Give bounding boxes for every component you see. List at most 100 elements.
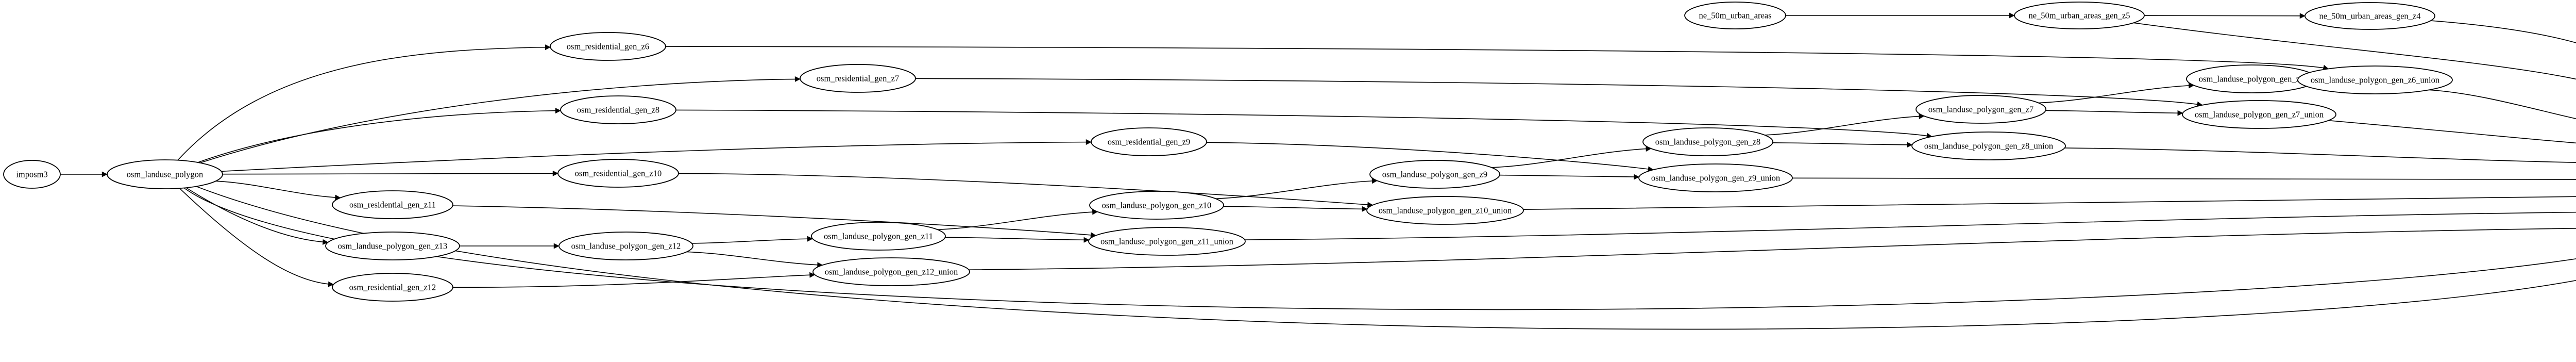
edge-osm_landuse_polygon_gen_z8-to-osm_landuse_polygon_gen_z8_union (1772, 142, 1913, 148)
node-osm_landuse_polygon_gen_z7_union: osm_landuse_polygon_gen_z7_union (2182, 100, 2336, 129)
node-ne_50m_urban_areas: ne_50m_urban_areas (1684, 2, 1786, 29)
edge-osm_landuse_polygon-to-osm_landuse_polygon_gen_z13 (185, 187, 329, 245)
edge-osm_landuse_polygon-to-osm_residential_gen_z7 (200, 76, 801, 163)
edges (60, 12, 2576, 330)
node-imposm3: imposm3 (3, 160, 61, 189)
node-label-osm_landuse_polygon_gen_z13: osm_landuse_polygon_gen_z13 (338, 241, 448, 251)
edge-osm_landuse_polygon-to-osm_residential_gen_z8 (197, 108, 561, 163)
node-label-ne_50m_urban_areas: ne_50m_urban_areas (1699, 11, 1771, 21)
node-ellipse-osm_landuse_polygon_gen_z7_union (2182, 100, 2336, 129)
node-label-osm_landuse_polygon_gen_z10_union: osm_landuse_polygon_gen_z10_union (1379, 206, 1512, 216)
node-osm_residential_gen_z6: osm_residential_gen_z6 (550, 32, 666, 61)
node-osm_landuse_polygon_gen_z11_union: osm_landuse_polygon_gen_z11_union (1088, 227, 1246, 256)
node-label-osm_landuse_polygon_gen_z7_union: osm_landuse_polygon_gen_z7_union (2195, 110, 2324, 120)
node-osm_residential_gen_z10: osm_residential_gen_z10 (557, 159, 679, 188)
edge-osm_landuse_polygon_gen_z8_union-to-row-z8 (2064, 147, 2576, 163)
node-ellipse-osm_residential_gen_z10 (557, 159, 679, 188)
edge-osm_landuse_polygon_gen_z7-to-osm_landuse_polygon_gen_z7_union (2045, 110, 2183, 116)
edge-osm_residential_gen_z6-to-osm_landuse_polygon_gen_z6_union (665, 46, 2329, 71)
node-label-imposm3: imposm3 (16, 170, 47, 179)
node-ellipse-ne_50m_urban_areas (1684, 2, 1786, 29)
node-osm_landuse_polygon_gen_z7: osm_landuse_polygon_gen_z7 (1916, 95, 2046, 124)
node-ellipse-osm_landuse_polygon_gen_z9_union (1638, 163, 1793, 192)
edge-osm_landuse_polygon_gen_z9-to-osm_landuse_polygon_gen_z8 (1492, 146, 1652, 168)
edge-osm_landuse_polygon_gen_z6_union-to-row-z6 (2429, 89, 2576, 120)
node-ellipse-osm_landuse_polygon_gen_z6_union (2297, 65, 2453, 94)
node-osm_residential_gen_z8: osm_residential_gen_z8 (560, 95, 676, 124)
node-osm_landuse_polygon_gen_z6: osm_landuse_polygon_gen_z6 (2186, 64, 2317, 93)
edge-osm_landuse_polygon_gen_z11-to-osm_landuse_polygon_gen_z11_union (945, 237, 1090, 243)
node-ellipse-osm_landuse_polygon_gen_z11 (811, 222, 946, 251)
node-osm_landuse_polygon_gen_z10_union: osm_landuse_polygon_gen_z10_union (1366, 196, 1524, 225)
node-osm_residential_gen_z12: osm_residential_gen_z12 (332, 273, 453, 302)
edge-ne_50m_urban_areas_gen_z5-to-ne_50m_urban_areas_gen_z4 (2144, 13, 2306, 19)
node-label-ne_50m_urban_areas_gen_z4: ne_50m_urban_areas_gen_z4 (2319, 11, 2420, 21)
edge-osm_residential_gen_z11-to-osm_landuse_polygon_gen_z11_union (452, 205, 1096, 238)
edge-ne_50m_urban_areas_gen_z4-to-row-z4 (2430, 20, 2576, 43)
edge-osm_landuse_polygon_gen_z9-to-osm_landuse_polygon_gen_z9_union (1499, 174, 1640, 180)
edge-osm_landuse_polygon-to-osm_residential_gen_z12 (179, 188, 334, 287)
node-label-osm_landuse_polygon_gen_z12: osm_landuse_polygon_gen_z12 (571, 241, 681, 251)
node-ellipse-imposm3 (3, 160, 61, 189)
node-label-osm_landuse_polygon_gen_z11: osm_landuse_polygon_gen_z11 (824, 232, 933, 241)
node-osm_landuse_polygon_gen_z9_union: osm_landuse_polygon_gen_z9_union (1638, 163, 1793, 192)
node-osm_landuse_polygon_gen_z12: osm_landuse_polygon_gen_z12 (558, 232, 693, 260)
node-ne_50m_urban_areas_gen_z4: ne_50m_urban_areas_gen_z4 (2304, 2, 2435, 30)
node-ellipse-osm_landuse_polygon_gen_z9 (1369, 160, 1500, 189)
node-ellipse-osm_residential_gen_z12 (332, 273, 453, 302)
node-label-osm_residential_gen_z10: osm_residential_gen_z10 (575, 169, 662, 178)
edge-osm_landuse_polygon_gen_z12-to-osm_landuse_polygon_gen_z11 (691, 236, 813, 244)
node-ellipse-osm_residential_gen_z7 (800, 64, 916, 93)
node-ellipse-osm_landuse_polygon (107, 159, 223, 189)
node-label-ne_50m_urban_areas_gen_z5: ne_50m_urban_areas_gen_z5 (2028, 11, 2130, 21)
node-ellipse-osm_landuse_polygon_gen_z10_union (1366, 196, 1524, 225)
node-osm_residential_gen_z9: osm_residential_gen_z9 (1091, 127, 1207, 156)
node-osm_landuse_polygon_gen_z10: osm_landuse_polygon_gen_z10 (1089, 191, 1224, 220)
edge-osm_landuse_polygon_gen_z11-to-osm_landuse_polygon_gen_z10 (937, 209, 1098, 231)
node-ellipse-osm_landuse_polygon_gen_z12 (558, 232, 693, 260)
node-ellipse-osm_residential_gen_z11 (332, 190, 453, 219)
node-ellipse-osm_landuse_polygon_gen_z11_union (1088, 227, 1246, 256)
node-ellipse-osm_residential_gen_z9 (1091, 127, 1207, 156)
node-label-osm_landuse_polygon_gen_z9_union: osm_landuse_polygon_gen_z9_union (1651, 173, 1780, 183)
node-osm_landuse_polygon_gen_z6_union: osm_landuse_polygon_gen_z6_union (2297, 65, 2453, 94)
node-osm_landuse_polygon_gen_z8: osm_landuse_polygon_gen_z8 (1642, 127, 1773, 156)
node-osm_landuse_polygon_gen_z8_union: osm_landuse_polygon_gen_z8_union (1911, 131, 2066, 160)
node-ellipse-osm_residential_gen_z8 (560, 95, 676, 124)
node-label-osm_landuse_polygon_gen_z10: osm_landuse_polygon_gen_z10 (1102, 201, 1212, 210)
node-ellipse-ne_50m_urban_areas_gen_z4 (2304, 2, 2435, 30)
edge-osm_landuse_polygon_gen_z11_union-to-row-z11 (1244, 211, 2576, 240)
edge-osm_landuse_polygon_gen_z12-to-osm_landuse_polygon_gen_z12_union (686, 251, 823, 268)
node-osm_residential_gen_z7: osm_residential_gen_z7 (800, 64, 916, 93)
node-label-osm_landuse_polygon_gen_z8_union: osm_landuse_polygon_gen_z8_union (1924, 141, 2053, 151)
node-ne_50m_urban_areas_gen_z5: ne_50m_urban_areas_gen_z5 (2014, 2, 2145, 29)
node-label-osm_landuse_polygon: osm_landuse_polygon (127, 170, 204, 179)
node-ellipse-osm_landuse_polygon_gen_z10 (1089, 191, 1224, 220)
edge-osm_residential_gen_z10-to-osm_landuse_polygon_gen_z10_union (678, 173, 1374, 208)
edge-osm_landuse_polygon_gen_z7_union-to-row-z7 (2328, 120, 2576, 144)
node-label-osm_landuse_polygon_gen_z7: osm_landuse_polygon_gen_z7 (1928, 105, 2033, 114)
node-label-osm_landuse_polygon_gen_z8: osm_landuse_polygon_gen_z8 (1655, 137, 1760, 147)
edge-osm_landuse_polygon-to-row-z14+ (196, 186, 2576, 330)
edge-osm_landuse_polygon_gen_z7-to-osm_landuse_polygon_gen_z6 (2038, 83, 2195, 104)
node-osm_landuse_polygon_gen_z12_union: osm_landuse_polygon_gen_z12_union (812, 257, 970, 286)
node-ellipse-osm_landuse_polygon_gen_z12_union (812, 257, 970, 286)
edge-osm_landuse_polygon-to-osm_residential_gen_z11 (215, 180, 341, 201)
edge-ne_50m_urban_areas_gen_z5-to-row-z5 (2133, 22, 2576, 80)
edge-osm_landuse_polygon_gen_z10-to-osm_landuse_polygon_gen_z10_union (1223, 206, 1368, 212)
node-ellipse-osm_landuse_polygon_gen_z7 (1916, 95, 2046, 124)
node-label-osm_landuse_polygon_gen_z9: osm_landuse_polygon_gen_z9 (1382, 170, 1487, 179)
node-label-osm_residential_gen_z7: osm_residential_gen_z7 (817, 74, 899, 84)
node-ellipse-osm_landuse_polygon_gen_z8_union (1911, 131, 2066, 160)
node-label-osm_landuse_polygon_gen_z12_union: osm_landuse_polygon_gen_z12_union (825, 267, 958, 277)
node-ellipse-osm_landuse_polygon_gen_z13 (325, 232, 460, 260)
edge-osm_landuse_polygon_gen_z10_union-to-row-z10 (1523, 195, 2576, 210)
edge-osm_landuse_polygon_gen_z8-to-osm_landuse_polygon_gen_z7 (1765, 113, 1925, 136)
edge-osm_landuse_polygon-to-osm_residential_gen_z10 (222, 170, 558, 176)
node-ellipse-ne_50m_urban_areas_gen_z5 (2014, 2, 2145, 29)
edge-osm_residential_gen_z12-to-osm_landuse_polygon_gen_z12_union (452, 272, 816, 288)
nodes: imposm3 osm_landuse_polygon osm_residentia… (3, 2, 2453, 302)
node-ellipse-osm_landuse_polygon_gen_z8 (1642, 127, 1773, 156)
node-label-osm_landuse_polygon_gen_z6_union: osm_landuse_polygon_gen_z6_union (2311, 75, 2439, 85)
